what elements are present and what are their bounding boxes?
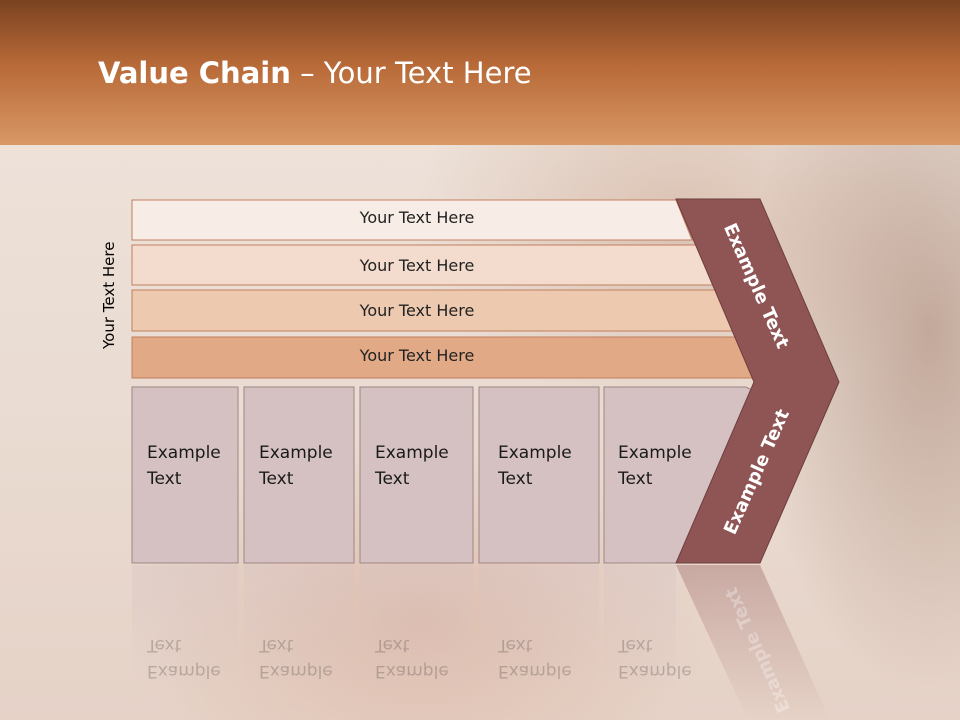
box-4-reflection — [479, 565, 599, 695]
box-text-2-reflection: Example Text — [259, 632, 333, 684]
box-3 — [359, 386, 474, 564]
box-text-1-reflection-line1: Example — [147, 661, 221, 681]
box-3-reflection — [360, 565, 473, 695]
box-2 — [243, 386, 355, 564]
box-text-5-line1: Example — [618, 443, 692, 463]
box-text-4-reflection-line2: Text — [498, 635, 533, 655]
box-4 — [478, 386, 600, 564]
box-text-4-line2: Text — [498, 469, 533, 489]
title-bold: Value Chain — [98, 56, 291, 90]
title-bar — [0, 0, 960, 145]
box-text-1-line1: Example — [147, 443, 221, 463]
row-band-1 — [131, 199, 693, 241]
box-1-reflection — [132, 565, 238, 695]
row-label-2: Your Text Here — [359, 256, 475, 275]
box-text-2-reflection-line1: Example — [259, 661, 333, 681]
box-text-4-reflection-line1: Example — [498, 661, 572, 681]
row-label-3: Your Text Here — [359, 301, 475, 320]
slide-title: Value Chain – Your Text Here — [98, 56, 532, 90]
box-text-5-line2: Text — [618, 469, 653, 489]
box-text-3-reflection: Example Text — [375, 632, 449, 684]
title-rest: – Your Text Here — [290, 56, 532, 90]
chevron-arrow — [675, 198, 840, 564]
box-text-1-reflection-line2: Text — [147, 635, 182, 655]
box-text-2-line2: Text — [259, 469, 294, 489]
box-text-4-line1: Example — [498, 443, 572, 463]
box-text-2-reflection-line2: Text — [259, 635, 294, 655]
box-5-reflection — [604, 565, 676, 695]
box-text-1-reflection: Example Text — [147, 632, 221, 684]
box-text-1-line2: Text — [147, 469, 182, 489]
box-2-reflection — [244, 565, 354, 695]
box-text-5-reflection-line1: Example — [618, 661, 692, 681]
box-text-4-reflection: Example Text — [498, 632, 572, 684]
chevron-reflection — [676, 565, 830, 720]
box-text-5-reflection: Example Text — [618, 632, 692, 684]
box-text-3-reflection-line1: Example — [375, 661, 449, 681]
row-label-4: Your Text Here — [359, 346, 475, 365]
box-text-2-line1: Example — [259, 443, 333, 463]
box-1 — [131, 386, 239, 564]
box-text-3-line2: Text — [375, 469, 410, 489]
box-text-3-reflection-line2: Text — [375, 635, 410, 655]
box-text-3-line1: Example — [375, 443, 449, 463]
row-label-1: Your Text Here — [359, 208, 475, 227]
box-text-5-reflection-line2: Text — [618, 635, 653, 655]
